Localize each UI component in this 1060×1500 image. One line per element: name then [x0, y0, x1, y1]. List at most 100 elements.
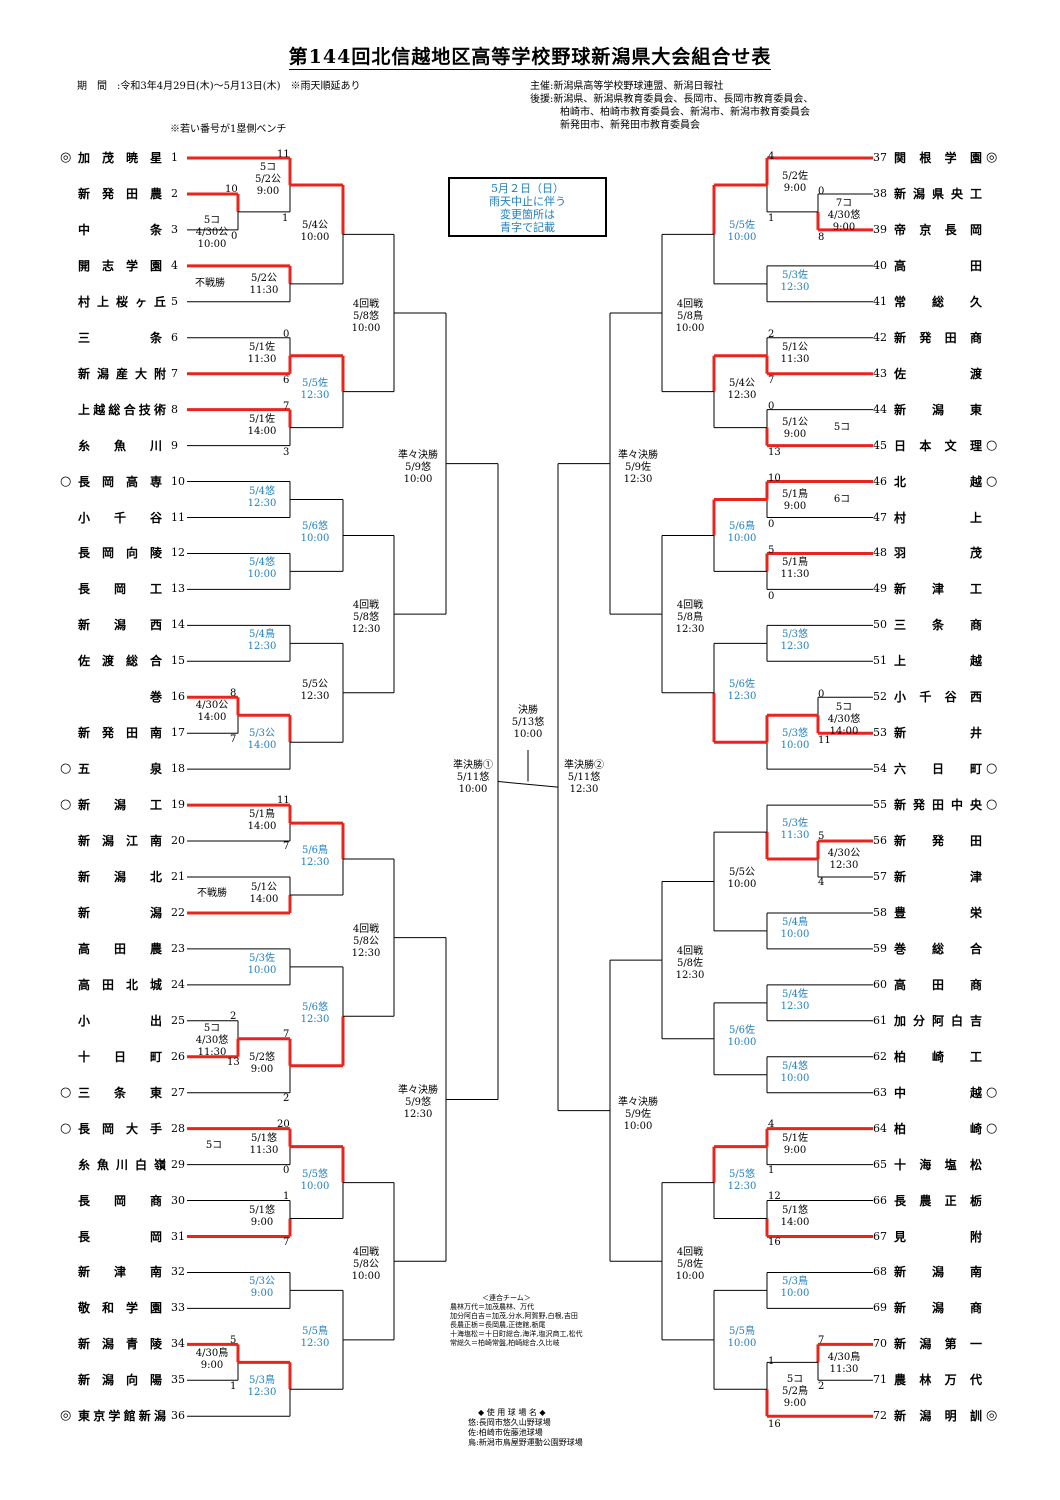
match-schedule: 5/2佐 9:00: [781, 170, 809, 194]
team-number: 31: [171, 1229, 185, 1243]
team-name: 新潟産大附: [78, 366, 166, 381]
team-number: 68: [873, 1265, 887, 1279]
score: 2: [230, 1011, 237, 1022]
team-name: 六日町: [894, 762, 982, 777]
team-name: 羽茂: [894, 546, 982, 561]
match-schedule: 5/4佐 12:30: [780, 988, 810, 1012]
team-number: 8: [171, 402, 178, 416]
final-line: [497, 781, 559, 788]
team-number: 52: [873, 690, 887, 704]
match-schedule: 5/1悠 11:30: [249, 1133, 279, 1156]
team-number: 60: [873, 977, 887, 991]
team-name: 新潟北: [78, 870, 162, 884]
team-number: 39: [873, 222, 887, 236]
team-name: 柏崎工: [894, 1049, 982, 1064]
match-schedule: 5/1鳥 14:00: [247, 809, 277, 833]
match-schedule: 5/5公 10:00: [727, 867, 757, 891]
score: 8: [230, 688, 237, 699]
score: 16: [768, 1237, 781, 1248]
team-number: 53: [873, 726, 887, 740]
match-schedule: 5/6悠 10:00: [300, 521, 330, 545]
score: 7: [283, 1237, 290, 1248]
match-schedule: 6コ: [833, 494, 851, 505]
team-number: 22: [171, 905, 185, 919]
match-schedule: 5/1公 9:00: [781, 417, 809, 440]
seed-mark: ○: [986, 1120, 998, 1136]
team-name: 農林万代: [894, 1373, 982, 1388]
score: 6: [283, 375, 290, 386]
team-name: 三条商: [894, 618, 982, 633]
score: 4: [768, 1119, 775, 1130]
team-number: 59: [873, 941, 887, 955]
team-number: 37: [873, 151, 887, 164]
score: 4: [818, 877, 825, 888]
match-schedule: 4/30鳥 9:00: [195, 1348, 229, 1371]
team-number: 65: [873, 1157, 887, 1171]
team-number: 34: [171, 1337, 185, 1351]
score: 1: [230, 1381, 237, 1392]
team-number: 50: [873, 618, 887, 632]
team-name: 長岡: [78, 1229, 162, 1244]
score: 10: [768, 473, 781, 484]
match-schedule: 5/3佐 12:30: [780, 269, 810, 293]
match-schedule: 4回戦 5/8佐 10:00: [675, 1247, 705, 1283]
venue-title: ◆ 使 用 球 場 名 ◆: [478, 1408, 546, 1417]
team-name: 開志学園: [78, 258, 162, 273]
score: 2: [818, 1381, 825, 1392]
venue-list: 悠:長岡市悠久山野球場 佐:柏崎市佐藤池球場 鳥:新潟市鳥屋野運動公園野球場: [468, 1418, 583, 1447]
team-number: 26: [171, 1049, 185, 1063]
team-number: 36: [171, 1409, 185, 1423]
score: 7: [283, 1029, 290, 1040]
team-name: 巻: [149, 690, 162, 705]
team-number: 10: [171, 474, 185, 488]
team-number: 30: [171, 1193, 185, 1207]
team-number: 12: [171, 546, 185, 560]
team-name: 中越: [894, 1085, 982, 1100]
team-number: 5: [171, 294, 178, 308]
seed-mark: ○: [60, 473, 72, 489]
team-number: 17: [171, 726, 185, 740]
match-schedule: 5/6悠 12:30: [300, 1002, 330, 1026]
team-number: 40: [873, 258, 887, 272]
match-schedule: 5/4鳥 10:00: [780, 916, 810, 940]
match-schedule: 5/4公 12:30: [727, 377, 757, 401]
match-schedule: 5/6鳥 10:00: [727, 521, 757, 545]
team-name: 巻総合: [894, 941, 982, 956]
team-number: 51: [873, 654, 887, 668]
score: 3: [283, 447, 290, 458]
team-number: 14: [171, 618, 185, 632]
match-schedule: 4回戦 5/8公 12:30: [351, 923, 381, 959]
team-number: 64: [873, 1121, 887, 1135]
team-name: 見附: [894, 1229, 982, 1244]
match-schedule: 5/1佐 14:00: [247, 413, 277, 437]
team-name: 新発田商: [894, 330, 982, 345]
team-name: 新潟西: [78, 618, 162, 633]
match-schedule: 5/5悠 12:30: [727, 1168, 757, 1192]
seed-mark: ○: [986, 473, 998, 489]
team-name: 新発田: [894, 834, 982, 849]
team-name: 長岡向陵: [78, 546, 162, 561]
team-number: 24: [171, 977, 185, 991]
match-schedule: 5/5鳥 12:30: [300, 1325, 330, 1349]
team-name: 加茂暁星: [78, 151, 162, 165]
team-number: 28: [171, 1121, 185, 1135]
team-name: 新潟江南: [78, 834, 162, 849]
team-name: 新発田農: [78, 186, 162, 201]
sponsor-info: 主催:新潟県高等学校野球連盟、新潟日報社 後援:新潟県、新潟県教育委員会、長岡市…: [530, 81, 814, 131]
score: 0: [768, 591, 775, 602]
score: 7: [230, 734, 237, 745]
score: 1: [768, 1165, 775, 1176]
team-name: 日本文理: [894, 438, 982, 453]
team-name: 新潟工: [78, 798, 162, 813]
team-name: 高田商: [894, 977, 982, 992]
team-number: 1: [171, 151, 178, 164]
team-number: 46: [873, 474, 887, 488]
team-name: 佐渡: [894, 366, 982, 381]
team-number: 4: [171, 258, 178, 272]
final-label: 決勝 5/13悠 10:00: [511, 705, 545, 740]
match-schedule: 5/3悠 12:30: [780, 629, 810, 653]
team-name: 高田農: [78, 941, 162, 956]
team-name: 新発田中央: [894, 798, 982, 813]
score: 7: [283, 401, 290, 412]
match-schedule: 5/6佐 10:00: [727, 1024, 757, 1048]
